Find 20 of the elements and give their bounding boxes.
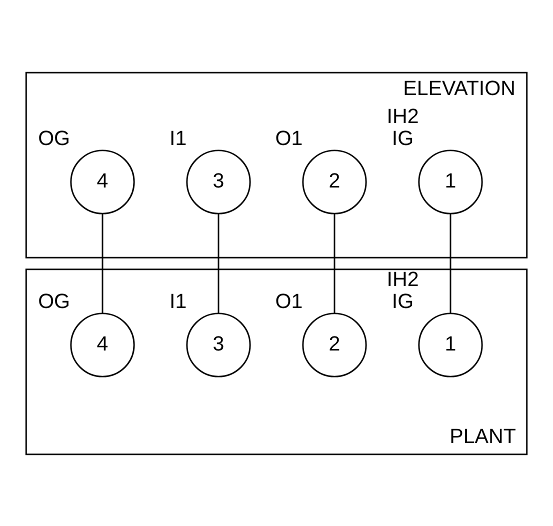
- node-circle: 2: [302, 149, 367, 214]
- node-circle: 2: [302, 312, 367, 377]
- node-label: IH2 IG: [386, 267, 419, 312]
- node-circle: 1: [418, 312, 483, 377]
- node-label: OG: [38, 126, 70, 150]
- node-label: O1: [275, 126, 303, 150]
- node-label: OG: [38, 289, 70, 312]
- connector: [218, 213, 220, 312]
- connector: [334, 213, 336, 312]
- node-label: I1: [170, 289, 187, 312]
- node-circle: 3: [186, 312, 251, 377]
- node-label: I1: [170, 126, 187, 150]
- node-label: O1: [275, 289, 303, 312]
- node-circle: 4: [70, 312, 135, 377]
- node-circle: 3: [186, 149, 251, 214]
- node-circle: 1: [418, 149, 483, 214]
- connector: [102, 213, 104, 312]
- node-circle: 4: [70, 149, 135, 214]
- connector: [450, 213, 452, 312]
- node-label: IH2 IG: [386, 104, 419, 150]
